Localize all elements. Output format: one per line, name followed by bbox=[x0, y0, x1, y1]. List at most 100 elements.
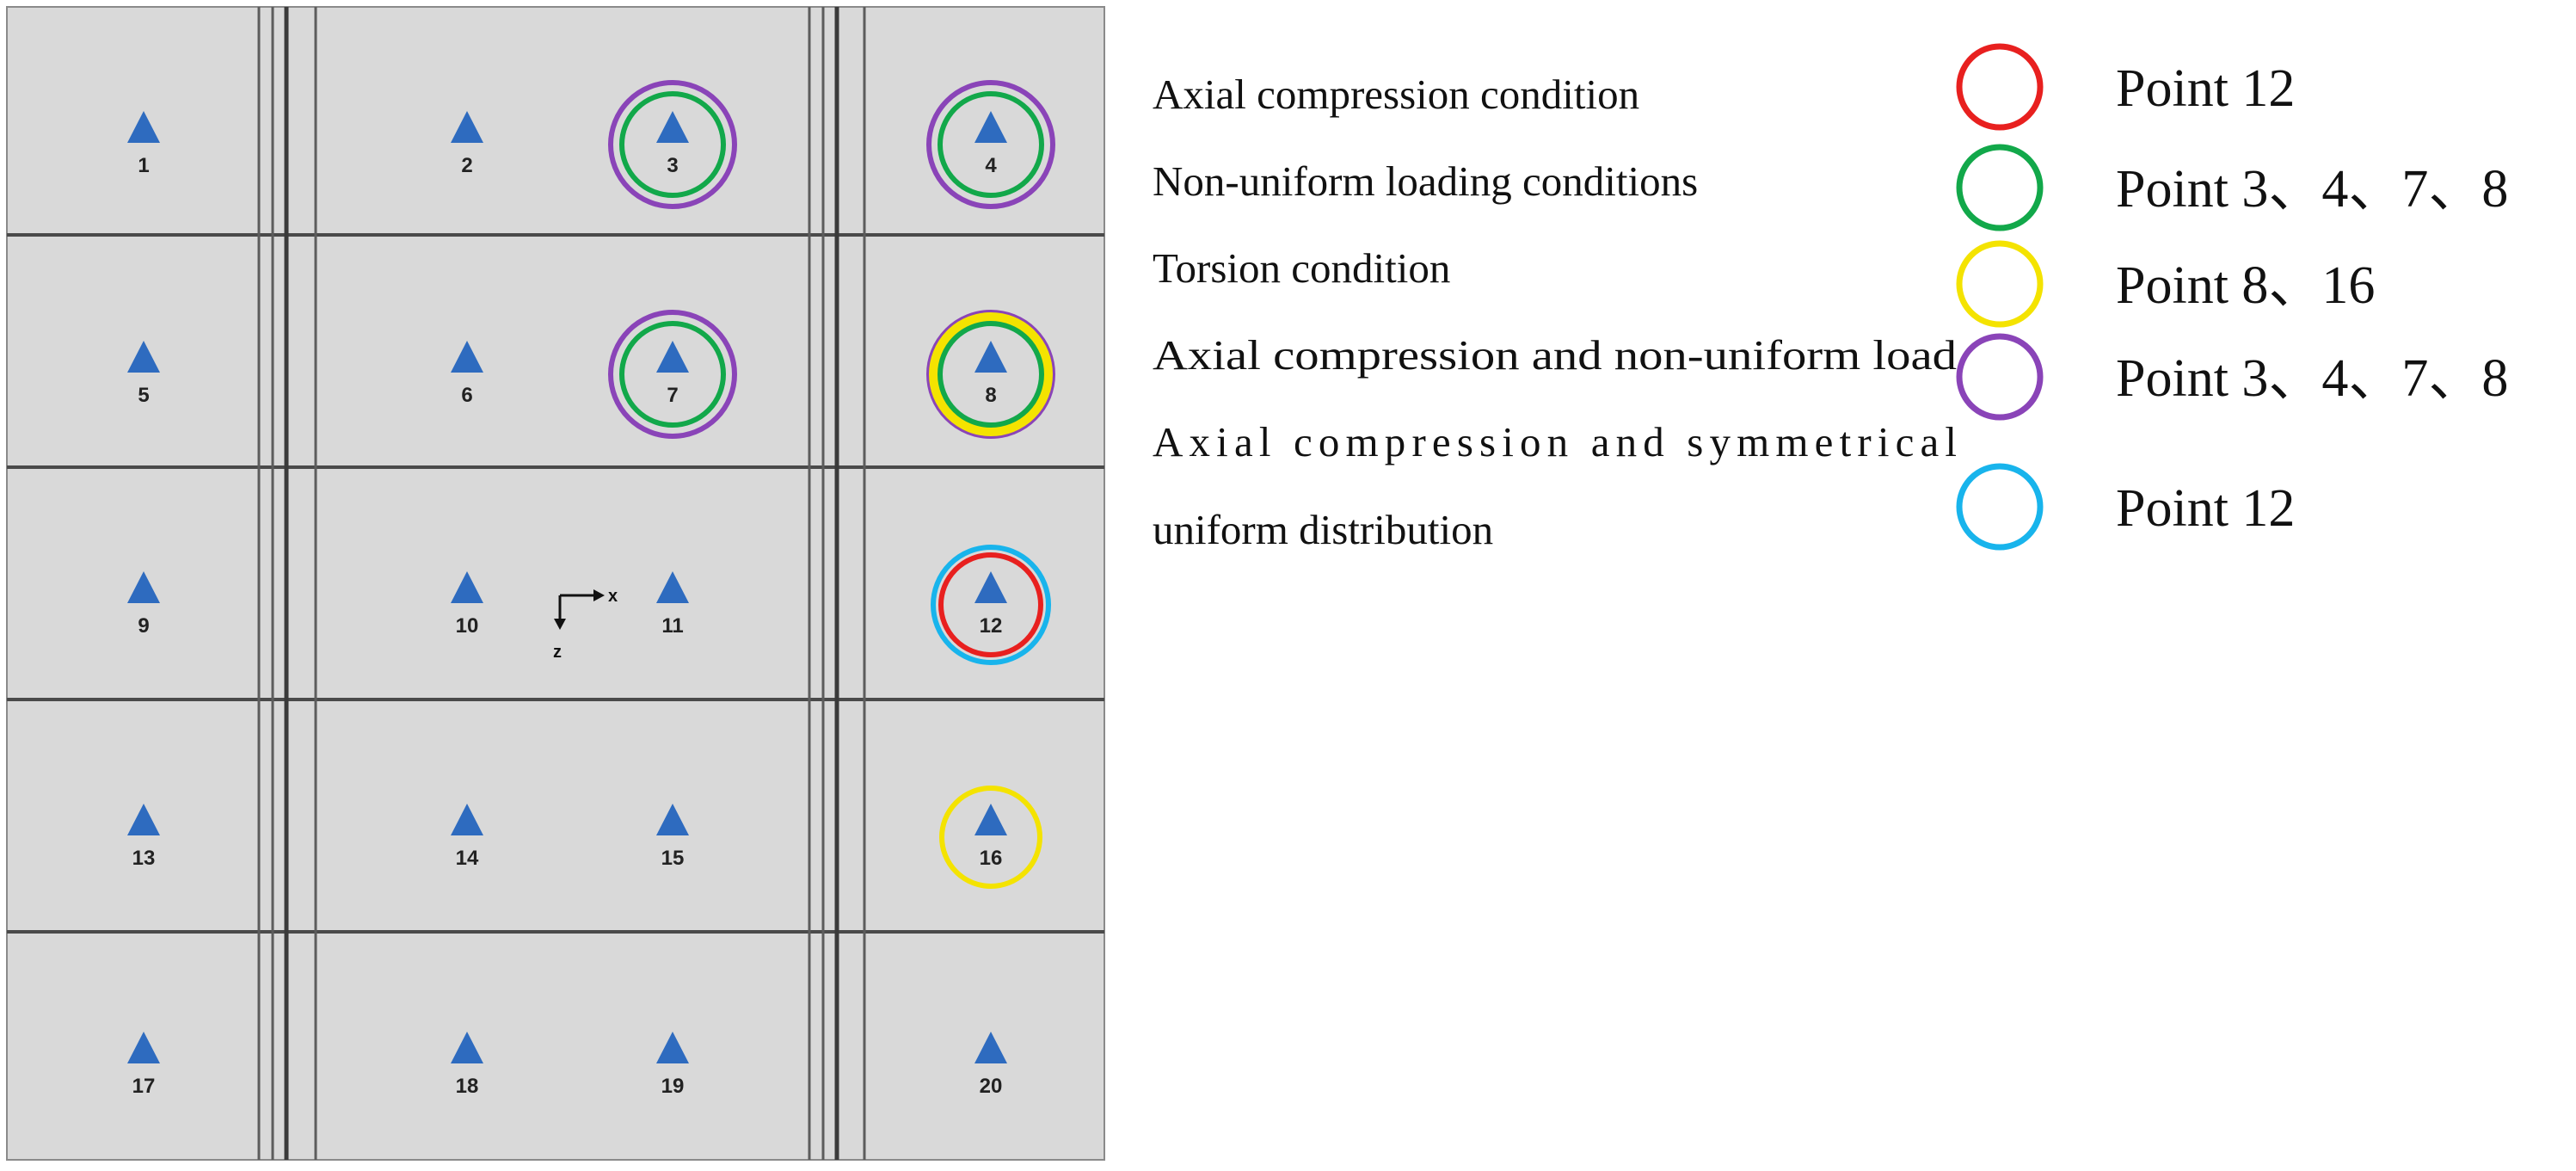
point-label: 5 bbox=[138, 384, 149, 407]
triangle-marker-icon bbox=[127, 804, 160, 836]
triangle-marker-icon bbox=[656, 571, 689, 604]
highlight-ring-green-point-3 bbox=[619, 91, 726, 198]
highlight-ring-yellow-point-8 bbox=[929, 312, 1053, 436]
legend-entry-red: Point 12 bbox=[1956, 43, 2295, 131]
highlight-ring-green-point-4 bbox=[938, 91, 1044, 198]
point-label: 20 bbox=[980, 1075, 1003, 1098]
point-label: 14 bbox=[456, 847, 479, 870]
measurement-point: 11 bbox=[656, 571, 689, 638]
legend-entry-yellow: Point 8、16 bbox=[1956, 240, 2375, 328]
legend-entry-green: Point 3、4、7、8 bbox=[1956, 144, 2508, 231]
point-label: 9 bbox=[138, 614, 149, 638]
legend-circle-red-icon bbox=[1956, 43, 2044, 131]
point-label: 1 bbox=[138, 154, 149, 177]
legend-condition-axial: Axial compression condition bbox=[1153, 71, 1639, 118]
triangle-marker-icon bbox=[974, 341, 1007, 373]
triangle-marker-icon bbox=[656, 111, 689, 144]
legend-circle-yellow-icon bbox=[1956, 240, 2044, 328]
triangle-marker-icon bbox=[974, 804, 1007, 836]
z-axis-label: z bbox=[553, 643, 562, 662]
x-axis-label: x bbox=[608, 587, 618, 606]
measurement-point: 14 bbox=[451, 804, 483, 870]
measurement-point: 18 bbox=[451, 1032, 483, 1098]
measurement-point: 16 bbox=[974, 804, 1007, 870]
triangle-marker-icon bbox=[127, 341, 160, 373]
measurement-point: 10 bbox=[451, 571, 483, 638]
triangle-marker-icon bbox=[974, 571, 1007, 604]
highlight-ring-red-point-12 bbox=[938, 552, 1043, 657]
highlight-ring-green-point-7 bbox=[619, 321, 726, 428]
panel-background bbox=[6, 6, 1105, 1161]
point-label: 2 bbox=[461, 154, 472, 177]
legend-conditions: Axial compression condition Non-uniform … bbox=[1153, 71, 1957, 553]
point-label: 13 bbox=[132, 847, 156, 870]
triangle-marker-icon bbox=[656, 341, 689, 373]
point-label: 16 bbox=[980, 847, 1003, 870]
legend-condition-torsion: Torsion condition bbox=[1153, 244, 1450, 292]
legend: Axial compression condition Non-uniform … bbox=[1153, 43, 2508, 553]
point-label: 3 bbox=[667, 154, 678, 177]
legend-circle-blue-icon bbox=[1956, 463, 2044, 551]
legend-points-text: Point 3、4、7、8 bbox=[2116, 349, 2508, 408]
point-label: 6 bbox=[461, 384, 472, 407]
measurement-point: 9 bbox=[127, 571, 160, 638]
measurement-point: 6 bbox=[451, 341, 483, 407]
point-label: 11 bbox=[661, 614, 683, 638]
point-label: 7 bbox=[667, 384, 678, 407]
triangle-marker-icon bbox=[656, 1032, 689, 1064]
legend-entry-purple: Point 3、4、7、8 bbox=[1956, 333, 2508, 421]
measurement-point: 15 bbox=[656, 804, 689, 870]
point-label: 4 bbox=[985, 154, 997, 177]
measurement-point: 17 bbox=[127, 1032, 160, 1098]
measurement-point: 5 bbox=[127, 341, 160, 407]
triangle-marker-icon bbox=[451, 804, 483, 836]
highlight-ring-purple-point-7 bbox=[608, 310, 737, 439]
measurement-point: 2 bbox=[451, 111, 483, 177]
highlight-ring-purple-point-3 bbox=[608, 80, 737, 209]
triangle-marker-icon bbox=[127, 1032, 160, 1064]
z-axis-arrowhead bbox=[554, 619, 566, 630]
triangle-marker-icon bbox=[127, 111, 160, 144]
measurement-point: 13 bbox=[127, 804, 160, 870]
highlight-ring-purple-point-4 bbox=[926, 80, 1055, 209]
legend-entry-blue: Point 12 bbox=[1956, 463, 2295, 551]
panel-grid-lines bbox=[7, 7, 1104, 1160]
coordinate-axes: x z bbox=[553, 587, 618, 662]
measurement-point: 8 bbox=[974, 341, 1007, 407]
legend-condition-axial-symmetrical: Axial compression and symmetrical bbox=[1153, 418, 1957, 465]
legend-condition-axial-non-uniform: Axial compression and non-uniform load bbox=[1153, 331, 1957, 379]
point-label: 17 bbox=[132, 1075, 156, 1098]
legend-circle-purple-icon bbox=[1956, 333, 2044, 421]
measurement-point: 12 bbox=[974, 571, 1007, 638]
legend-points-text: Point 12 bbox=[2116, 59, 2295, 118]
triangle-marker-icon bbox=[974, 111, 1007, 144]
x-axis-arrowhead bbox=[593, 589, 605, 601]
measurement-point: 1 bbox=[127, 111, 160, 177]
legend-points-text: Point 3、4、7、8 bbox=[2116, 160, 2508, 219]
triangle-marker-icon bbox=[451, 1032, 483, 1064]
point-label: 18 bbox=[456, 1075, 479, 1098]
highlight-rings bbox=[608, 80, 1055, 889]
legend-condition-uniform-distribution: uniform distribution bbox=[1153, 506, 1493, 553]
legend-points-text: Point 8、16 bbox=[2116, 256, 2375, 315]
measurement-point: 3 bbox=[656, 111, 689, 177]
legend-points-text: Point 12 bbox=[2116, 479, 2295, 538]
point-label: 19 bbox=[661, 1075, 685, 1098]
highlight-ring-green-point-8 bbox=[938, 321, 1044, 428]
legend-circle-green-icon bbox=[1956, 144, 2044, 231]
point-label: 12 bbox=[980, 614, 1003, 638]
point-label: 8 bbox=[985, 384, 996, 407]
point-label: 10 bbox=[456, 614, 479, 638]
legend-condition-non-uniform: Non-uniform loading conditions bbox=[1153, 157, 1698, 205]
triangle-marker-icon bbox=[451, 111, 483, 144]
triangle-marker-icon bbox=[127, 571, 160, 604]
triangle-marker-icon bbox=[451, 341, 483, 373]
highlight-ring-blue-point-12 bbox=[931, 545, 1051, 665]
triangle-marker-icon bbox=[656, 804, 689, 836]
triangle-marker-icon bbox=[974, 1032, 1007, 1064]
measurement-point: 19 bbox=[656, 1032, 689, 1098]
measurement-point: 4 bbox=[974, 111, 1007, 177]
